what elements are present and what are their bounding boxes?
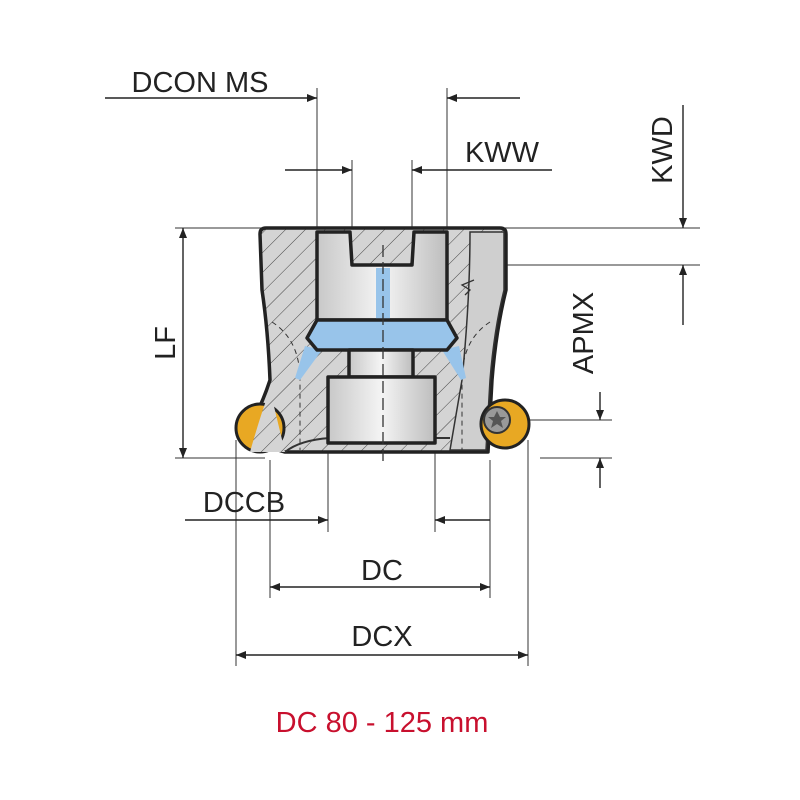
label-lf: LF xyxy=(150,326,182,360)
coolant-channel xyxy=(376,268,390,320)
label-kww: KWW xyxy=(465,137,540,169)
diameter-range-caption: DC 80 - 125 mm xyxy=(276,707,489,739)
label-dcon-ms: DCON MS xyxy=(132,67,269,99)
label-apmx: APMX xyxy=(568,292,600,374)
insert-left xyxy=(234,390,286,454)
extension-lines xyxy=(175,88,700,666)
label-dccb: DCCB xyxy=(203,487,285,519)
label-kwd: KWD xyxy=(647,116,679,184)
coolant-chamber xyxy=(305,318,459,352)
label-dc: DC xyxy=(361,555,403,587)
cutter-body xyxy=(246,226,508,462)
insert-right xyxy=(479,398,531,450)
label-dcx: DCX xyxy=(351,621,412,653)
dimension-lines xyxy=(105,94,687,659)
